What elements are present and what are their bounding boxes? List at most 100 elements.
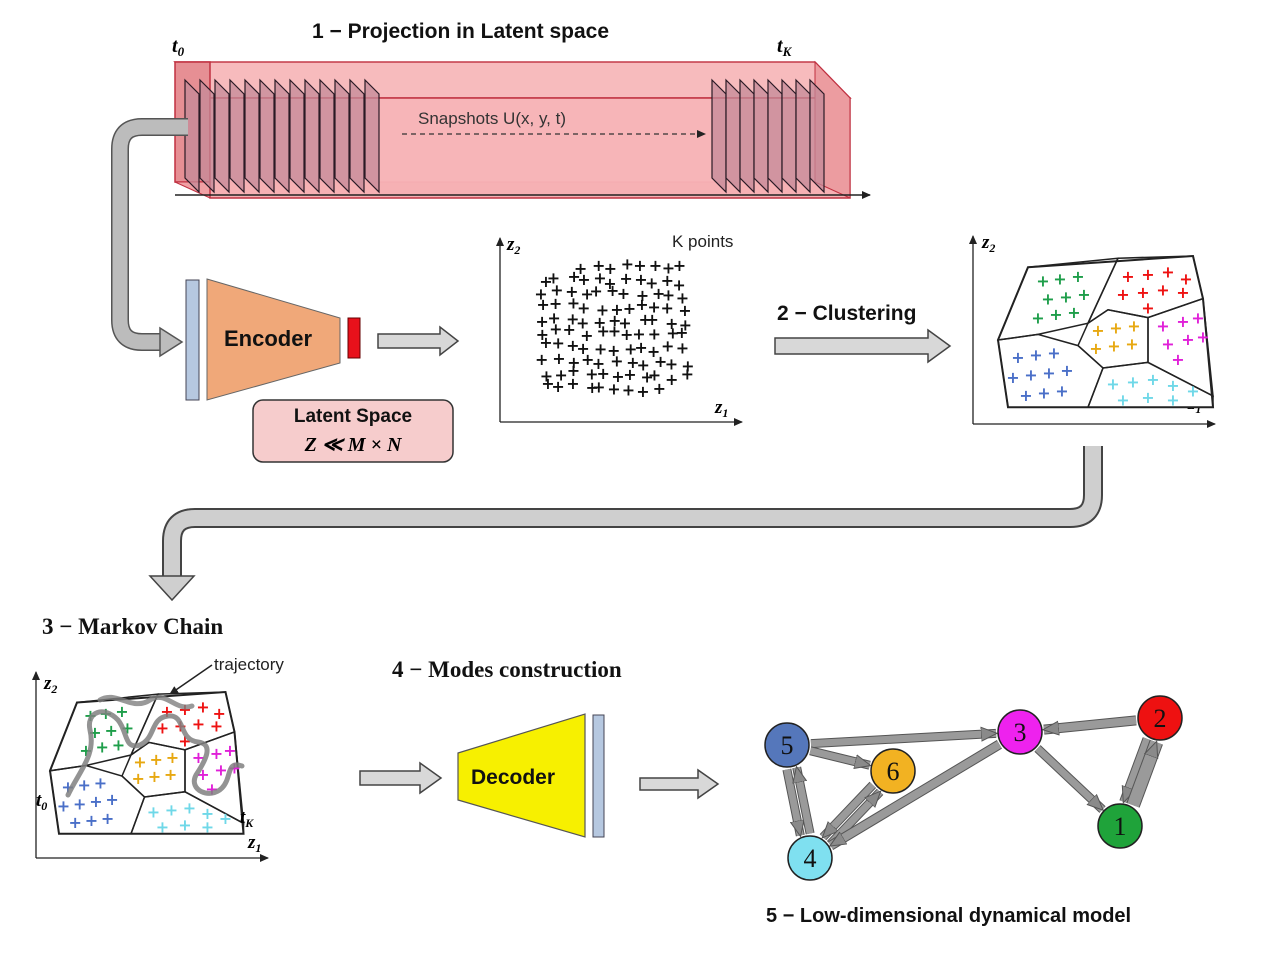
scatter-point: +: [640, 367, 653, 386]
cluster-red-point: +: [1141, 265, 1154, 284]
scatter-point: +: [607, 380, 620, 399]
scatter-point: +: [536, 325, 549, 344]
scatter-point: +: [611, 367, 624, 386]
cluster-yellow-point: +: [166, 748, 179, 767]
edge-2-to-3: [1044, 716, 1137, 729]
cluster-cyan-region: [1086, 361, 1214, 408]
t0-label: t0: [172, 35, 185, 59]
edge-4-to-5: [797, 768, 814, 835]
scatter-point: +: [610, 300, 623, 319]
scatter-point: +: [633, 256, 646, 275]
scatter-point: +: [632, 324, 645, 343]
cluster-blue-point: +: [1019, 386, 1032, 405]
cluster-green-point: +: [1036, 272, 1049, 291]
cluster-magenta-point: +: [1176, 312, 1189, 331]
scatter-point: +: [665, 314, 678, 333]
cluster-yellow-point: +: [1107, 337, 1120, 356]
scatter-point: +: [566, 374, 579, 393]
decoder-label: Decoder: [471, 766, 555, 789]
snapshot-frames-start: [184, 78, 380, 194]
scatter-z2-label: z2: [506, 234, 520, 257]
scatter-point: +: [567, 294, 580, 313]
edge-3-to-1: [1035, 745, 1105, 813]
clustering-arrow: [774, 328, 952, 364]
scatter-point: +: [535, 312, 548, 331]
output-bar: [592, 714, 605, 838]
snapshot-frame: [184, 78, 200, 194]
scatter-point: +: [577, 299, 590, 318]
cluster-yellow-point: +: [1127, 316, 1140, 335]
scatter-point: +: [647, 342, 660, 361]
transition-edges: [782, 715, 1163, 850]
cluster-red-point: +: [1156, 281, 1169, 300]
cluster-blue-point: +: [73, 794, 86, 813]
scatter-point: +: [621, 254, 634, 273]
cluster-blue-point: +: [57, 796, 70, 815]
cluster-cyan-point: +: [1116, 390, 1129, 409]
scatter-point: +: [576, 314, 589, 333]
cluster-blue-point: +: [1047, 343, 1060, 362]
trajectory-path-upper: [97, 694, 195, 710]
scatter-point: +: [585, 378, 598, 397]
cluster-green-point: +: [1031, 309, 1044, 328]
encoder-to-scatter-arrow: [377, 325, 460, 357]
scatter-point: +: [539, 272, 552, 291]
scatter-point: +: [648, 324, 661, 343]
scatter-point: +: [620, 325, 633, 344]
cluster-regions-markov: ++++++++++++++++++++++++++++++++++++++++…: [48, 690, 245, 836]
encoder-block: [206, 278, 341, 401]
scatter-point: +: [623, 299, 636, 318]
cluster-cyan-point: +: [1166, 390, 1179, 409]
scatter-z1-label: z1: [714, 397, 728, 420]
scatter-point: +: [636, 382, 649, 401]
scatter-point: +: [592, 377, 605, 396]
latent-space-title: Latent Space: [294, 406, 412, 427]
trajectory-pointer: [169, 664, 213, 695]
scatter-point: +: [645, 310, 658, 329]
cluster-green-point: +: [1071, 267, 1084, 286]
scatter-point: +: [566, 336, 579, 355]
cluster-red-point: +: [210, 717, 223, 736]
cluster-red-point: +: [1136, 283, 1149, 302]
snapshot-frame: [259, 78, 275, 194]
scatter-point: +: [550, 281, 563, 300]
scatter-point: +: [666, 324, 679, 343]
cluster-red-point: +: [1141, 299, 1154, 318]
scatter-point: +: [662, 259, 675, 278]
scatter-point: +: [534, 285, 547, 304]
snapshot-frame: [753, 78, 769, 194]
scatter-point: +: [589, 282, 602, 301]
scatter-point: +: [652, 284, 665, 303]
k-points-label: K points: [672, 232, 733, 251]
scatter-point: +: [565, 282, 578, 301]
tk-label: tK: [777, 35, 793, 59]
cluster-cyan-point: +: [201, 817, 214, 836]
cluster-axes: [969, 235, 1216, 428]
cluster-yellow-point: +: [1109, 319, 1122, 338]
scatter-point: +: [562, 320, 575, 339]
scatter-point: +: [596, 364, 609, 383]
scatter-axes: [496, 237, 743, 426]
cluster-red-point: +: [1116, 285, 1129, 304]
scatter-point: +: [551, 377, 564, 396]
cluster-red-point: +: [156, 719, 169, 738]
latent-space-formula: Z ≪ M × N: [304, 434, 403, 456]
cluster-red-point: +: [196, 698, 209, 717]
slab-to-encoder-arrow: [111, 118, 188, 358]
cluster-yellow-point: +: [148, 767, 161, 786]
scatter-point: +: [580, 326, 593, 345]
scatter-point: +: [665, 355, 678, 374]
cluster-magenta-point: +: [1196, 328, 1209, 347]
cluster-green-point: +: [1067, 303, 1080, 322]
scatter-point: +: [577, 270, 590, 289]
scatter-point: +: [547, 308, 560, 327]
cluster-blue-point: +: [1037, 384, 1050, 403]
scatter-point: +: [634, 338, 647, 357]
cluster-cyan-point: +: [178, 815, 191, 834]
step4-title: 4 − Modes construction: [392, 657, 622, 682]
cluster-red-point: +: [212, 704, 225, 723]
scatter-point: +: [636, 286, 649, 305]
cluster-blue-point: +: [77, 775, 90, 794]
scatter-point: +: [678, 301, 691, 320]
cluster-cyan-point: +: [1186, 381, 1199, 400]
